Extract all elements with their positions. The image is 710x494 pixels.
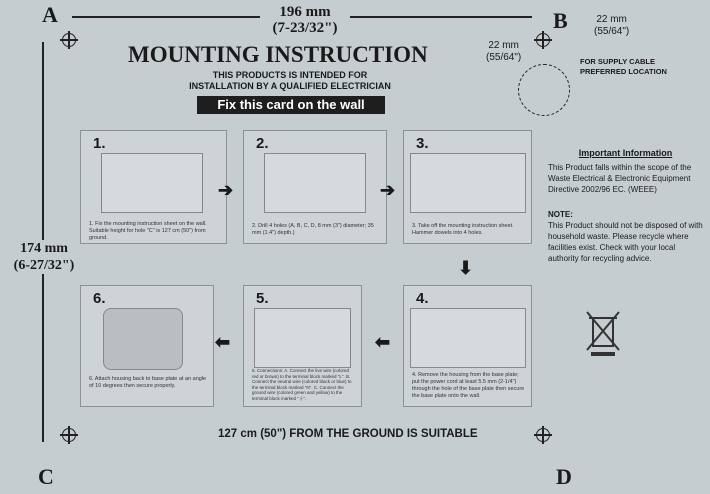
- corner-c-label: C: [38, 464, 54, 489]
- step-number: 2.: [256, 135, 269, 152]
- corner-b-label: B: [553, 8, 568, 33]
- arrow-right-icon: ➔: [380, 180, 396, 200]
- step-6-panel: 6. 6. Attach housing back to base plate …: [80, 285, 214, 407]
- cable-location-circle: [518, 64, 570, 116]
- step-text: 1. Fix the mounting instruction sheet on…: [89, 221, 207, 241]
- step-text: 6. Attach housing back to base plate at …: [89, 376, 207, 389]
- page-title: MOUNTING INSTRUCTION: [128, 42, 428, 67]
- step-text: 3. Take off the mounting instruction she…: [412, 223, 514, 236]
- cable-diameter-inch: (55/64"): [594, 26, 630, 37]
- cable-diameter-dimension: 22 mm (55/64"): [594, 14, 629, 38]
- arrow-left-icon: ⬅: [215, 332, 231, 352]
- step-text: 2. Drill 4 holes (A, B, C, D, 8 mm (3") …: [252, 223, 374, 236]
- step-3-panel: 3. 3. Take off the mounting instruction …: [403, 130, 532, 244]
- step-5-panel: 5. 5. Connections: A. Connect the live w…: [243, 285, 362, 407]
- height-dimension: 174 mm (6-27/32"): [4, 240, 84, 274]
- hole-d-icon: [534, 426, 552, 444]
- width-inch: (7-23/32"): [272, 20, 338, 36]
- step-2-panel: 2. 2. Drill 4 holes (A, B, C, D, 8 mm (3…: [243, 130, 387, 244]
- subtitle-line: THIS PRODUCTS IS INTENDED FOR: [212, 70, 368, 80]
- step-1-panel: 1. 1. Fix the mounting instruction sheet…: [80, 130, 227, 244]
- info-body: This Product falls within the scope of t…: [548, 163, 692, 194]
- important-info: Important Information This Product falls…: [548, 148, 703, 264]
- cable-note-line: PREFERRED LOCATION: [580, 67, 667, 76]
- fix-card-banner: Fix this card on the wall: [197, 96, 385, 114]
- width-dimension: 196 mm (7-23/32"): [260, 4, 350, 36]
- height-inch: (6-27/32"): [13, 258, 75, 273]
- corner-a-label: A: [42, 2, 58, 27]
- cable-note: FOR SUPPLY CABLE PREFERRED LOCATION: [580, 57, 667, 77]
- arrow-left-icon: ⬅: [375, 332, 391, 352]
- wall-sheet-illustration: [101, 153, 203, 213]
- width-mm: 196 mm: [279, 4, 331, 20]
- note-label: NOTE:: [548, 210, 573, 219]
- arrow-right-icon: ➔: [218, 180, 234, 200]
- step-text: 5. Connections: A. Connect the live wire…: [252, 368, 352, 401]
- info-heading: Important Information: [578, 148, 673, 158]
- step-text: 4. Remove the housing from the base plat…: [412, 372, 525, 399]
- step-number: 1.: [93, 135, 106, 152]
- note-body: This Product should not be disposed of w…: [548, 221, 703, 263]
- step-number: 4.: [416, 290, 429, 307]
- dryer-housing-illustration: [103, 308, 183, 370]
- step-number: 3.: [416, 135, 429, 152]
- height-mm: 174 mm: [20, 241, 68, 256]
- footer-height-note: 127 cm (50") FROM THE GROUND IS SUITABLE: [218, 428, 478, 440]
- wiring-illustration: [254, 308, 351, 368]
- arrow-down-icon: ⬇: [458, 258, 474, 278]
- base-plate-illustration: [410, 308, 526, 368]
- step-number: 6.: [93, 290, 106, 307]
- step-4-panel: 4. 4. Remove the housing from the base p…: [403, 285, 532, 407]
- cable-note-line: FOR SUPPLY CABLE: [580, 57, 656, 66]
- subtitle-line: INSTALLATION BY A QUALIFIED ELECTRICIAN: [189, 81, 391, 91]
- hammer-dowels-illustration: [410, 153, 526, 213]
- cable-offset-mm: 22 mm: [488, 40, 519, 51]
- drill-holes-illustration: [264, 153, 366, 213]
- hole-b-icon: [534, 31, 552, 49]
- weee-crossed-bin-icon: [586, 311, 620, 356]
- cable-offset-inch: (55/64"): [486, 52, 522, 63]
- subtitle: THIS PRODUCTS IS INTENDED FOR INSTALLATI…: [170, 70, 410, 92]
- hole-c-icon: [60, 426, 78, 444]
- corner-d-label: D: [556, 464, 572, 489]
- step-number: 5.: [256, 290, 269, 307]
- cable-diameter-mm: 22 mm: [596, 14, 627, 25]
- hole-a-icon: [60, 31, 78, 49]
- cable-offset-dimension: 22 mm (55/64"): [486, 40, 521, 64]
